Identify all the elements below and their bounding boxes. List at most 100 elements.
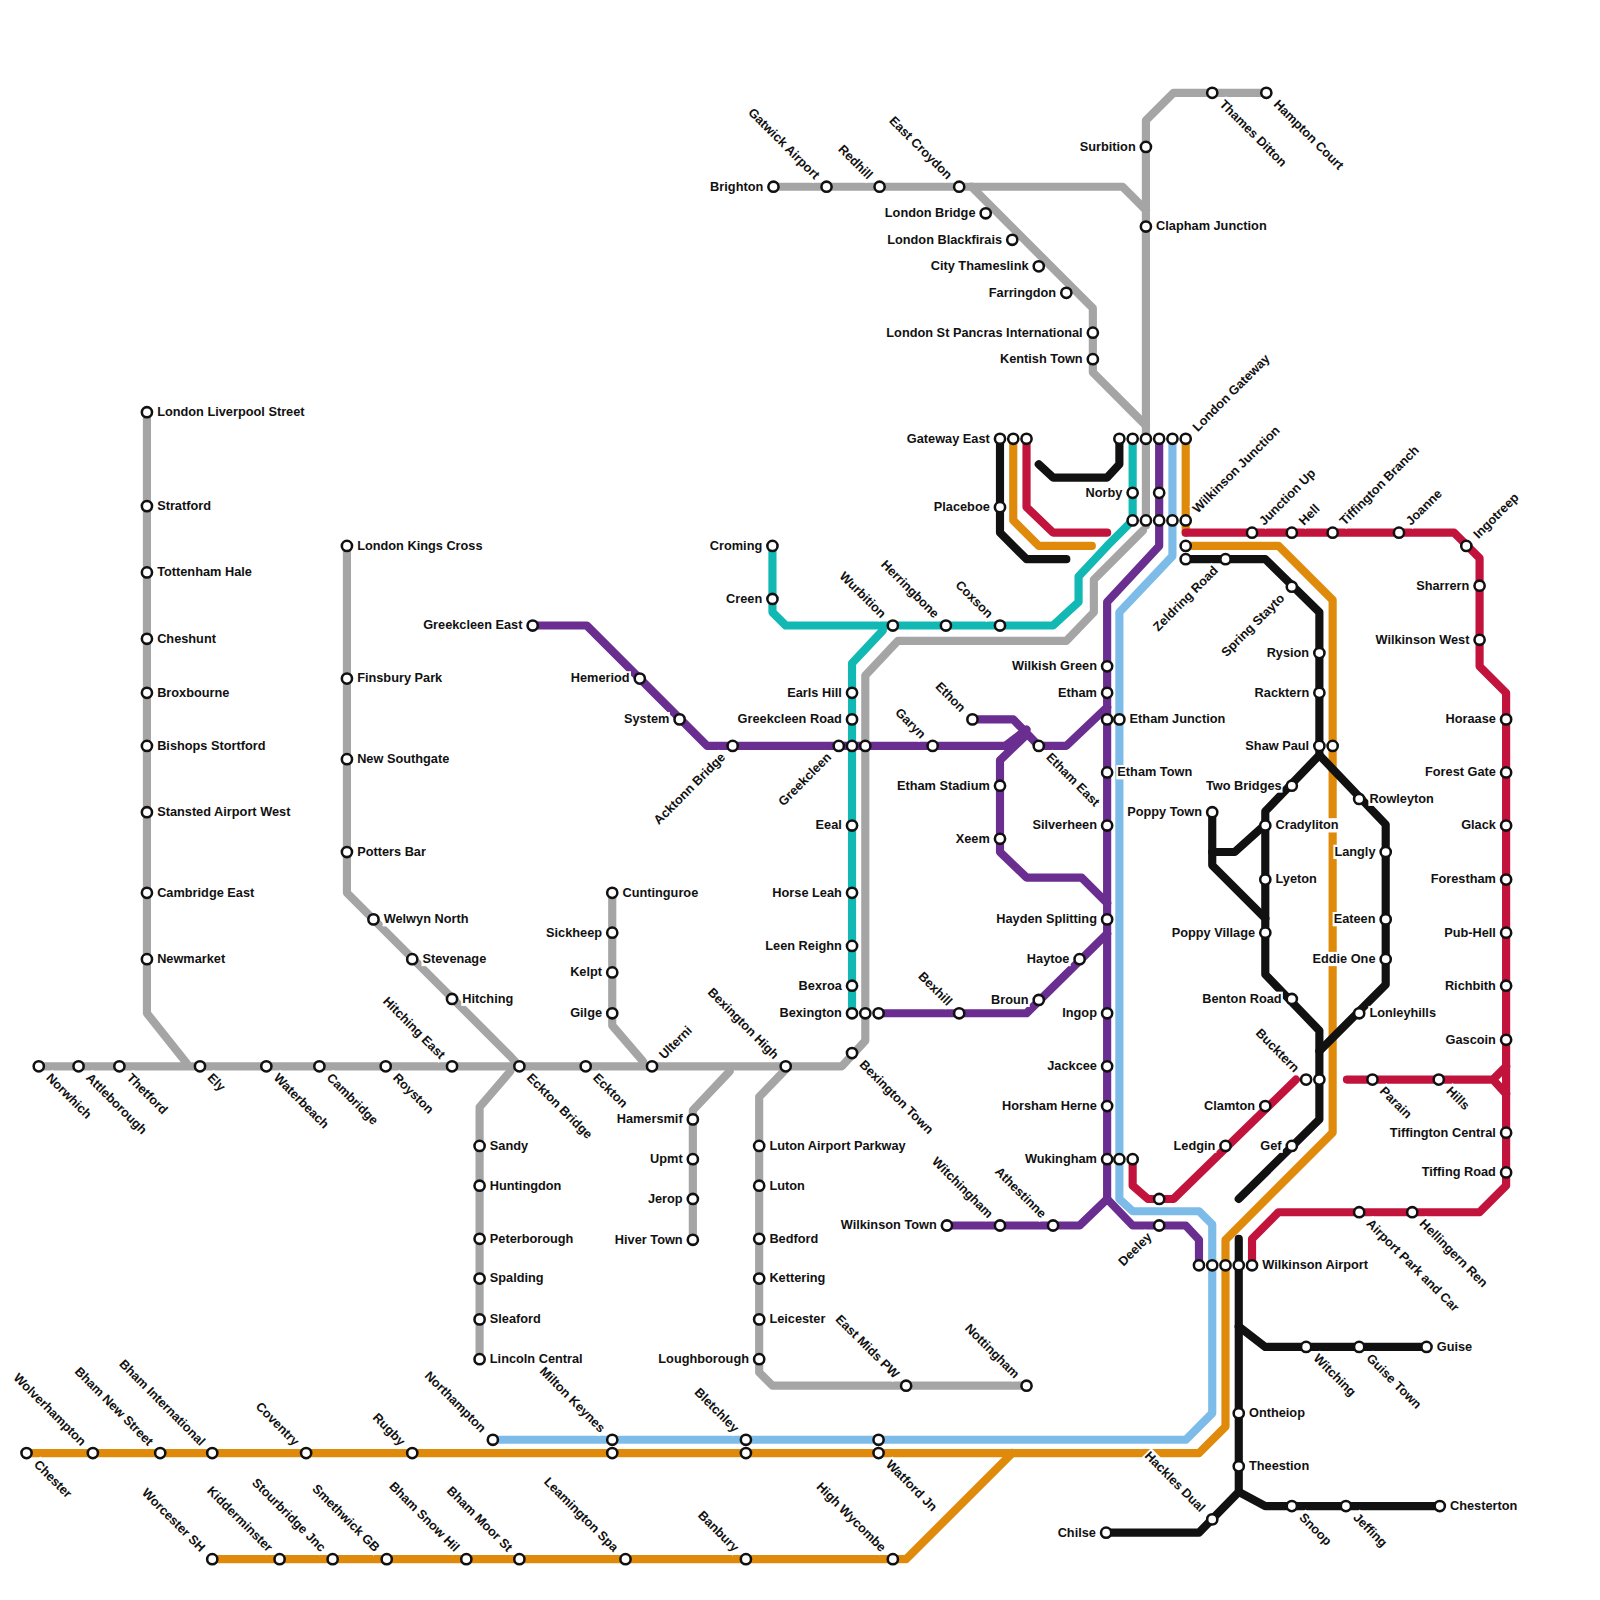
station-label: Cambridge East: [156, 886, 255, 901]
station-dot: [342, 673, 352, 683]
station-dot: [1220, 554, 1230, 564]
station-label: Milton Keynes: [536, 1363, 609, 1436]
station-label: Ethon: [932, 679, 969, 716]
station-dot: [1314, 741, 1324, 751]
station-dot: [1034, 995, 1044, 1005]
station-dot: [847, 714, 857, 724]
station-dot: [942, 1220, 952, 1230]
station-dot: [142, 567, 152, 577]
station-label: Redhill: [834, 141, 876, 183]
station-dot: [1128, 434, 1138, 444]
station-label: Tottenham Hale: [156, 565, 253, 580]
station-label: Langly: [1333, 845, 1376, 860]
station-dot: [995, 434, 1005, 444]
station-label: Northampton: [421, 1368, 489, 1436]
black-route: [1212, 812, 1265, 918]
station-label: Brighton: [709, 179, 764, 194]
station-label: Horsham Herne: [1001, 1099, 1098, 1114]
station-label: Lonleyhills: [1368, 1006, 1437, 1021]
station-dot: [1154, 1220, 1164, 1230]
station-label: Huntingdon: [489, 1178, 563, 1193]
station-label: Peterborough: [489, 1231, 575, 1246]
station-dot: [1181, 541, 1191, 551]
station-dot: [754, 1234, 764, 1244]
station-label: Spalding: [489, 1271, 545, 1286]
station-label: Two Bridges: [1205, 778, 1283, 793]
station-dot: [981, 208, 991, 218]
station-label: Joanne: [1402, 486, 1445, 529]
station-dot: [1102, 661, 1112, 671]
station-dot: [1114, 714, 1124, 724]
station-dot: [607, 1435, 617, 1445]
grey-route: [693, 1071, 730, 1239]
station-dot: [1207, 1260, 1217, 1270]
station-dot: [1287, 582, 1297, 592]
station-dot: [1501, 1128, 1511, 1138]
station-dot: [995, 502, 1005, 512]
black-line: [1000, 439, 1440, 1533]
station-dot: [1194, 1260, 1204, 1270]
black-route: [1239, 1327, 1427, 1347]
station-dot: [1381, 914, 1391, 924]
station-label: London Kings Cross: [356, 539, 483, 554]
station-dot: [995, 834, 1005, 844]
station-dot: [754, 1141, 764, 1151]
station-label: Jerop: [647, 1192, 684, 1207]
station-dot: [314, 1061, 324, 1071]
station-label: Poppy Town: [1126, 805, 1203, 820]
station-label: Watford Jn: [882, 1457, 941, 1516]
station-dot: [1501, 714, 1511, 724]
station-dot: [195, 1061, 205, 1071]
station-dot: [847, 1008, 857, 1018]
station-label: Hayden Splitting: [995, 912, 1098, 927]
station-label: Stevenage: [421, 952, 487, 967]
station-dot: [741, 1448, 751, 1458]
station-dot: [1301, 1074, 1311, 1084]
station-dot: [1501, 928, 1511, 938]
station-dot: [382, 1554, 392, 1564]
station-dot: [447, 994, 457, 1004]
station-dot: [1328, 528, 1338, 538]
station-dot: [1167, 515, 1177, 525]
station-dot: [142, 407, 152, 417]
station-dot: [860, 1008, 870, 1018]
station-dot: [847, 981, 857, 991]
station-dot: [474, 1141, 484, 1151]
station-label: Hell: [1295, 501, 1323, 529]
station-label: Benton Road: [1201, 992, 1282, 1007]
station-dot: [274, 1554, 284, 1564]
station-dot: [688, 1194, 698, 1204]
station-label: London Bridge: [884, 206, 977, 221]
station-dot: [1287, 994, 1297, 1004]
grey-route: [612, 893, 643, 1061]
station-dot: [1501, 981, 1511, 991]
station-label: Stansted Airport West: [156, 805, 291, 820]
station-markers: [21, 88, 1511, 1565]
station-dot: [461, 1554, 471, 1564]
station-label: Bexington High: [704, 984, 782, 1062]
station-label: Luton Airport Parkway: [768, 1139, 906, 1154]
station-dot: [607, 1008, 617, 1018]
station-dot: [514, 1061, 524, 1071]
station-dot: [447, 1061, 457, 1071]
station-dot: [1354, 1207, 1364, 1217]
station-dot: [1154, 515, 1164, 525]
station-label: Surbition: [1079, 140, 1137, 155]
station-label: Deeley: [1115, 1229, 1156, 1270]
station-label: Finsbury Park: [356, 671, 443, 686]
station-dot: [1102, 1154, 1112, 1164]
station-dot: [1287, 781, 1297, 791]
station-dot: [1102, 767, 1112, 777]
station-label: Hiver Town: [614, 1232, 684, 1247]
station-dot: [328, 1554, 338, 1564]
station-label: Hills: [1442, 1083, 1473, 1114]
station-dot: [1102, 1061, 1112, 1071]
station-dot: [1114, 1154, 1124, 1164]
station-label: Gateway East: [906, 431, 991, 446]
station-dot: [1354, 1008, 1364, 1018]
station-label: Gef: [1259, 1139, 1282, 1154]
station-dot: [1141, 142, 1151, 152]
station-label: Greekcleen Road: [737, 712, 843, 727]
station-label: Farringdon: [988, 286, 1057, 301]
